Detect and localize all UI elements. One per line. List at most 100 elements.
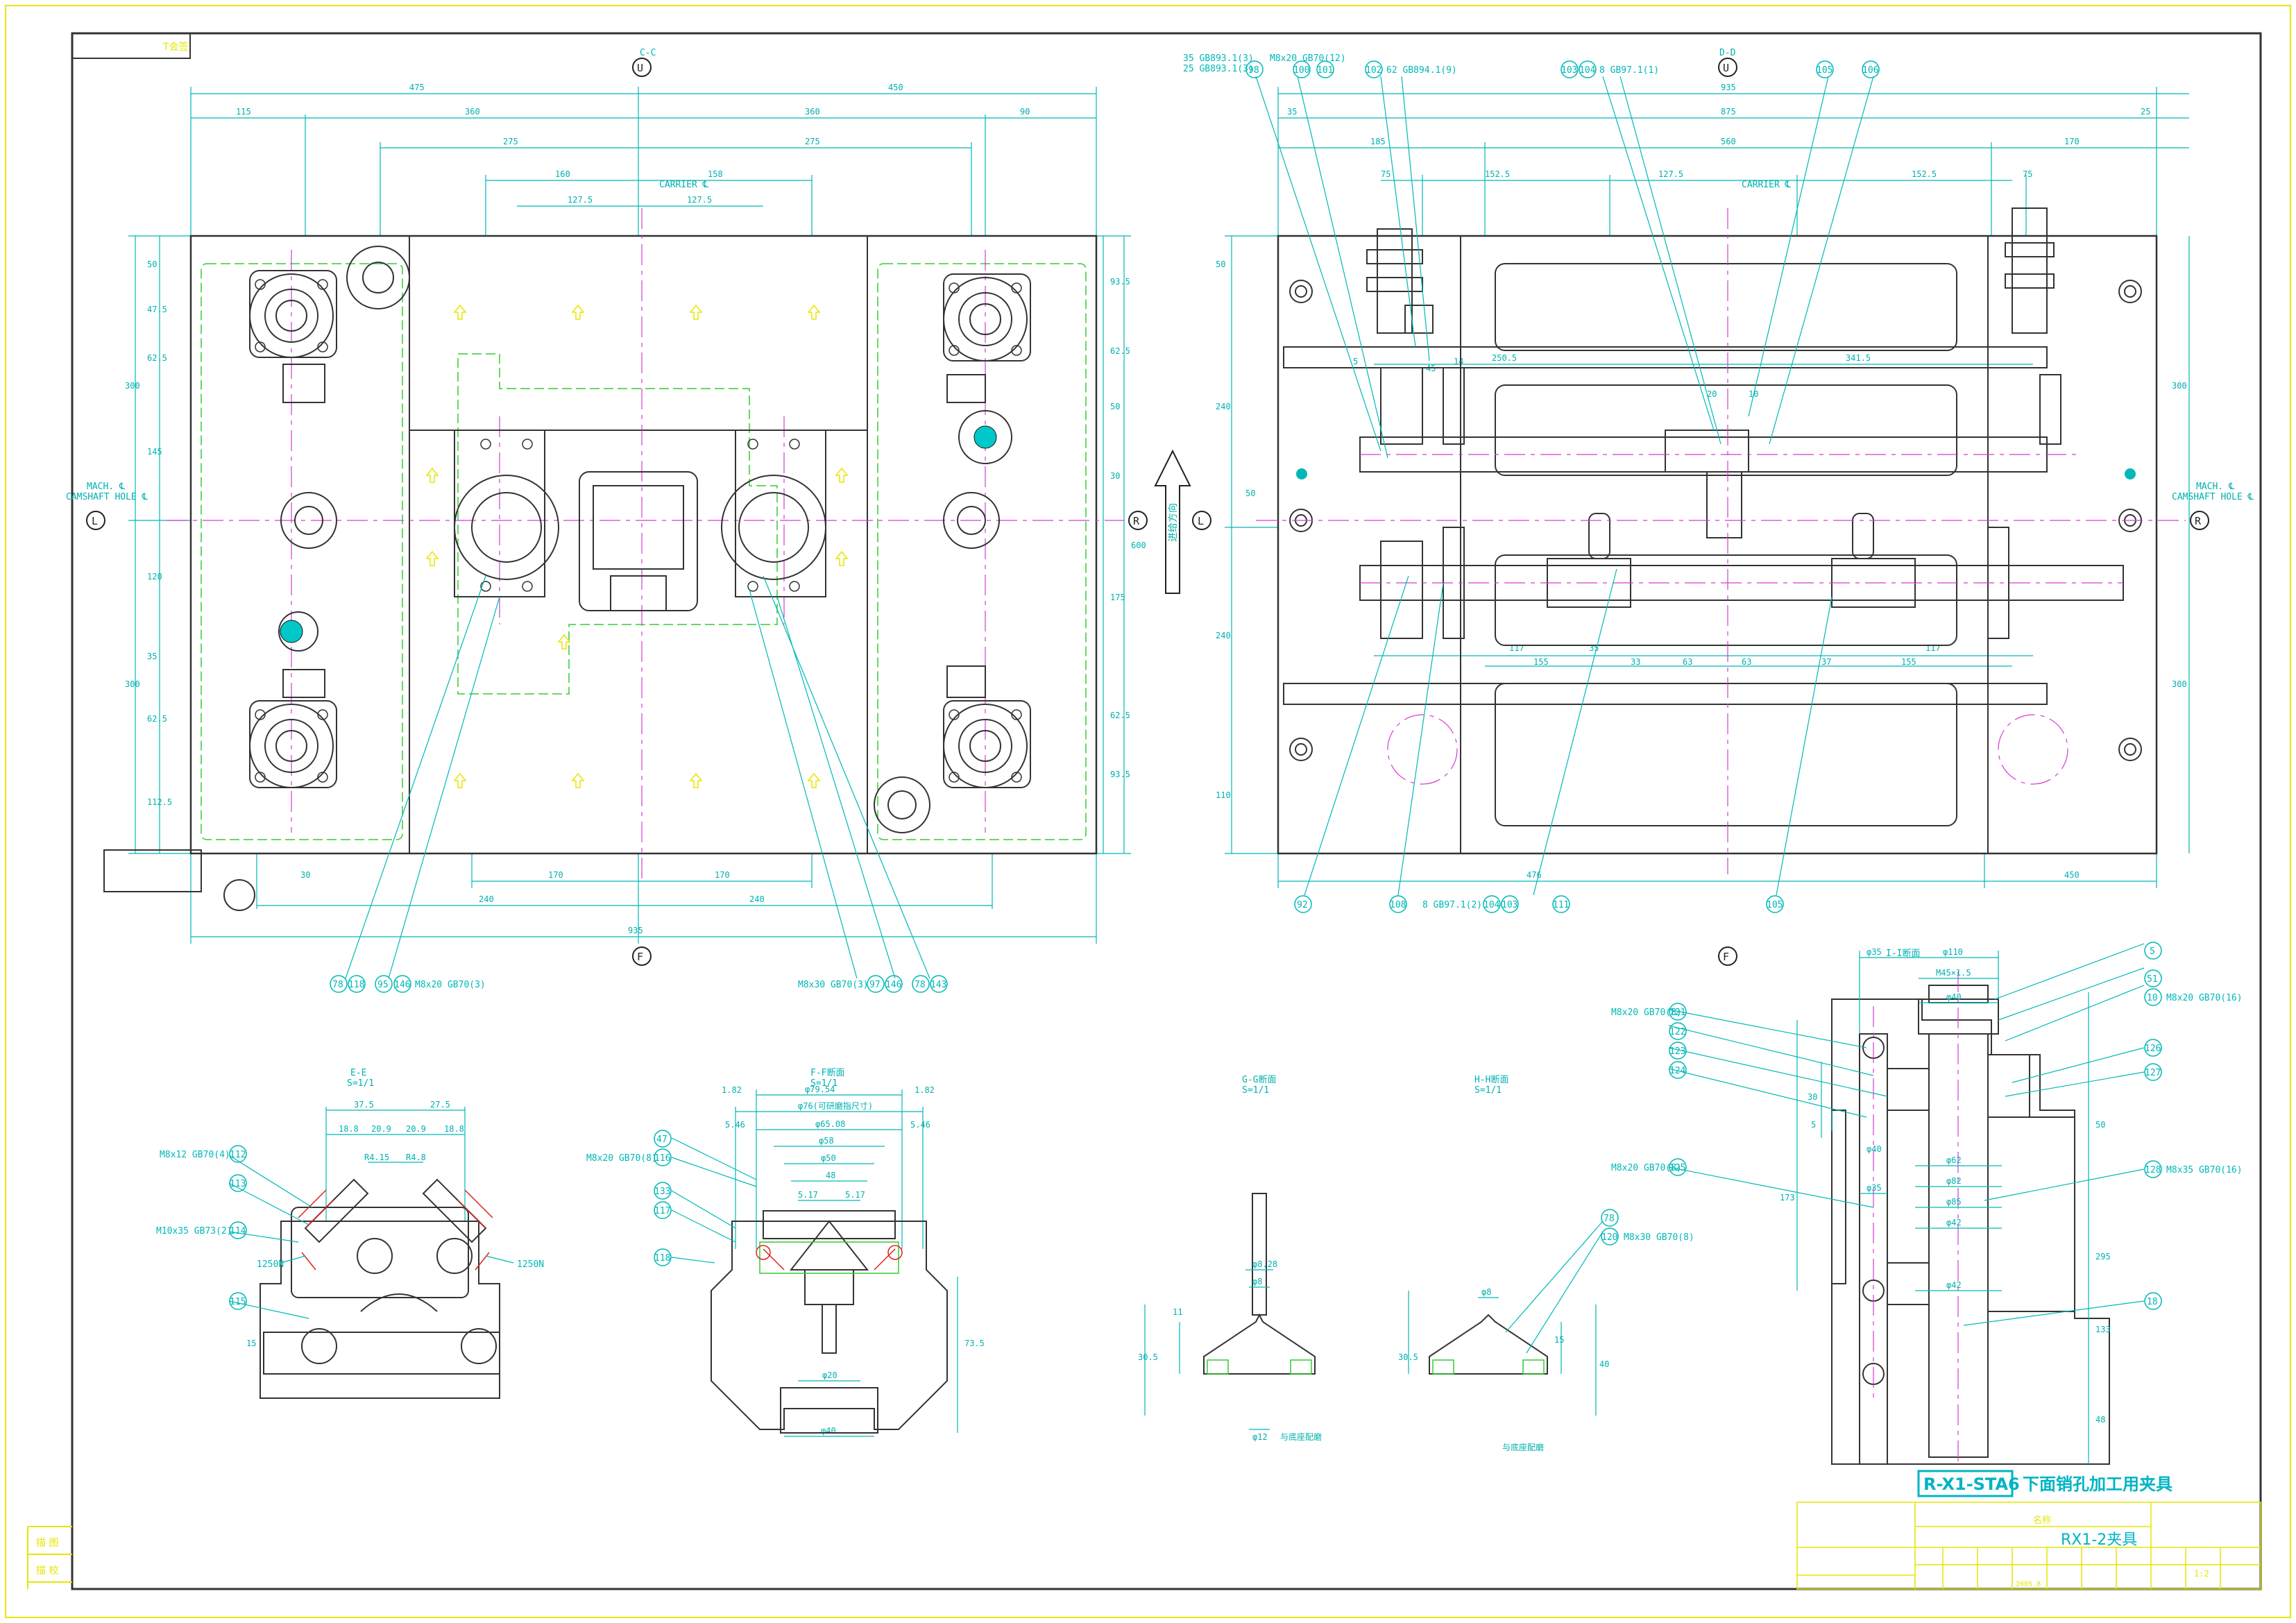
ii-127: 127 — [2145, 1068, 2161, 1078]
rdim-25: 25 — [2141, 107, 2150, 117]
callout-78b: 78 — [915, 980, 926, 990]
view-c-c-label: C-C — [640, 48, 656, 58]
marker-r-right: R — [2195, 515, 2202, 527]
rc-98: 98 — [1248, 65, 1259, 76]
callouts-right-bottom: 92 108 8 GB97.1(2) 104 103 111 105 — [1294, 895, 1784, 913]
ee-114: 114 — [230, 1226, 246, 1237]
ee-dim-6: R4.15 — [364, 1153, 389, 1162]
ff-116: 116 — [654, 1153, 670, 1164]
rdim-35: 35 — [1287, 107, 1297, 117]
ff-dim-3: 1.82 — [915, 1085, 935, 1095]
rc-8gb: 8 GB97.1(1) — [1599, 65, 1659, 76]
view-e-e: E-E S=1/1 37.5 27.5 18.8 20.9 20.9 18.8 … — [156, 1068, 544, 1399]
gh-m8x30: M8x30 GB70(8) — [1624, 1232, 1694, 1243]
rcb-105: 105 — [1767, 900, 1783, 910]
view-g-g-scale: S=1/1 — [1242, 1085, 1269, 1096]
gh-dim-5: φ8 — [1481, 1287, 1491, 1297]
ee-dim-3: 20.9 — [371, 1124, 391, 1134]
drawing-code: R-X1-STA6 — [1923, 1475, 2020, 1494]
callouts-left-bottom: 78 118 95 146 M8x20 GB70(3) M8x30 GB70(3… — [330, 975, 948, 993]
dim-935: 935 — [628, 926, 643, 935]
gh-120: 120 — [1601, 1232, 1617, 1243]
dim-170b: 170 — [715, 870, 730, 880]
side-label-check: 描 校 — [36, 1565, 58, 1577]
ee-m8x12: M8x12 GB70(4) — [160, 1150, 230, 1160]
callout-146a: 146 — [394, 980, 410, 990]
rc-100: 100 — [1293, 65, 1309, 76]
rdim-33: 33 — [1631, 657, 1640, 667]
rc-102: 102 — [1366, 65, 1381, 76]
marker-u-right: U — [1723, 62, 1729, 74]
rdim-185: 185 — [1370, 137, 1386, 146]
drawing-cn-title: 下面销孔加工用夹具 — [2023, 1475, 2172, 1494]
inner-border — [71, 32, 2262, 1590]
gh-dim-7: 30.5 — [1398, 1352, 1418, 1362]
dim-170a: 170 — [548, 870, 563, 880]
ii-dim-10: φ35 — [1866, 1183, 1882, 1193]
ii-124: 124 — [1669, 1066, 1686, 1076]
ii-122: 122 — [1669, 1027, 1685, 1037]
view-g-g-label: G-G断面 — [1242, 1075, 1276, 1085]
sdim-13: 30 — [1110, 471, 1120, 481]
rdim-560: 560 — [1721, 137, 1736, 146]
top-left-box — [71, 33, 191, 59]
ff-dim-2: 1.82 — [722, 1085, 742, 1095]
rc-62gb: 62 GB894.1(9) — [1386, 65, 1457, 76]
rdim-14: 14 — [1454, 357, 1463, 366]
rc-106: 106 — [1862, 65, 1878, 76]
ee-dim-0: 37.5 — [354, 1100, 374, 1110]
gh-dim-2: 11 — [1173, 1307, 1182, 1317]
top-left-tag: T会签 — [162, 41, 189, 53]
callout-m8x20-left: M8x20 GB70(3) — [415, 980, 486, 990]
ii-dim-0: φ35 — [1866, 947, 1882, 957]
ii-m8x20-8b: M8x20 GB70(8) — [1611, 1163, 1682, 1173]
callout-78a: 78 — [332, 980, 343, 990]
rsdim-4: 110 — [1216, 790, 1231, 800]
sdim-14: 175 — [1110, 593, 1125, 602]
dim-275b: 275 — [805, 137, 820, 146]
ee-force-right: 1250N — [517, 1259, 544, 1270]
rsdim-0: 50 — [1216, 260, 1225, 269]
rdim-152a: 152.5 — [1485, 169, 1510, 179]
sdim-9: 112.5 — [147, 797, 172, 807]
ii-m8x20-16: M8x20 GB70(16) — [2166, 993, 2243, 1003]
ii-dim-17: 48 — [2095, 1415, 2105, 1425]
view-f-f-scale: S=1/1 — [810, 1078, 837, 1089]
dim-450: 450 — [888, 83, 903, 92]
ii-m8x20-8a: M8x20 GB70(8) — [1611, 1008, 1682, 1018]
view-i-i: I-I断面 — [1611, 942, 2243, 1465]
dim-127a: 127.5 — [568, 195, 593, 205]
ii-dim-6: φ85 — [1946, 1197, 1962, 1207]
ff-47: 47 — [656, 1135, 667, 1145]
callout-143: 143 — [930, 980, 946, 990]
dim-360b: 360 — [805, 107, 820, 117]
rdim-170: 170 — [2064, 137, 2080, 146]
ff-dim-11: 5.17 — [845, 1190, 865, 1200]
dim-240a: 240 — [479, 894, 494, 904]
ii-51: 51 — [2147, 974, 2158, 985]
feed-direction-label: 进给方向 — [1168, 503, 1179, 542]
view-d-d: D-D U — [1183, 48, 2254, 966]
rdim-152b: 152.5 — [1912, 169, 1937, 179]
ff-dim-10: 5.17 — [798, 1190, 818, 1200]
rdim-20: 20 — [1707, 389, 1717, 399]
ii-121: 121 — [1669, 1008, 1685, 1018]
ii-dim-11: 30 — [1808, 1092, 1817, 1102]
ee-dim-4: 20.9 — [406, 1124, 426, 1134]
dim-240b: 240 — [749, 894, 765, 904]
ee-115: 115 — [230, 1297, 246, 1307]
ii-m8x35: M8x35 GB70(16) — [2166, 1165, 2243, 1175]
rc-103: 103 — [1561, 65, 1577, 76]
marker-r-left: R — [1133, 515, 1140, 527]
ff-dim-5: φ65.08 — [815, 1119, 845, 1129]
ff-117: 117 — [654, 1206, 670, 1216]
ii-dim-13: 50 — [2095, 1120, 2105, 1130]
ii-128: 128 — [2145, 1165, 2161, 1175]
ii-dim-2: M45×1.5 — [1936, 968, 1971, 978]
ff-m8x20: M8x20 GB70(8) — [586, 1153, 657, 1164]
marker-u-left: U — [637, 62, 643, 74]
ee-dim-8: 15 — [246, 1339, 256, 1348]
ff-dim-12: φ20 — [822, 1370, 837, 1380]
sdim-1: 47.5 — [147, 305, 167, 314]
